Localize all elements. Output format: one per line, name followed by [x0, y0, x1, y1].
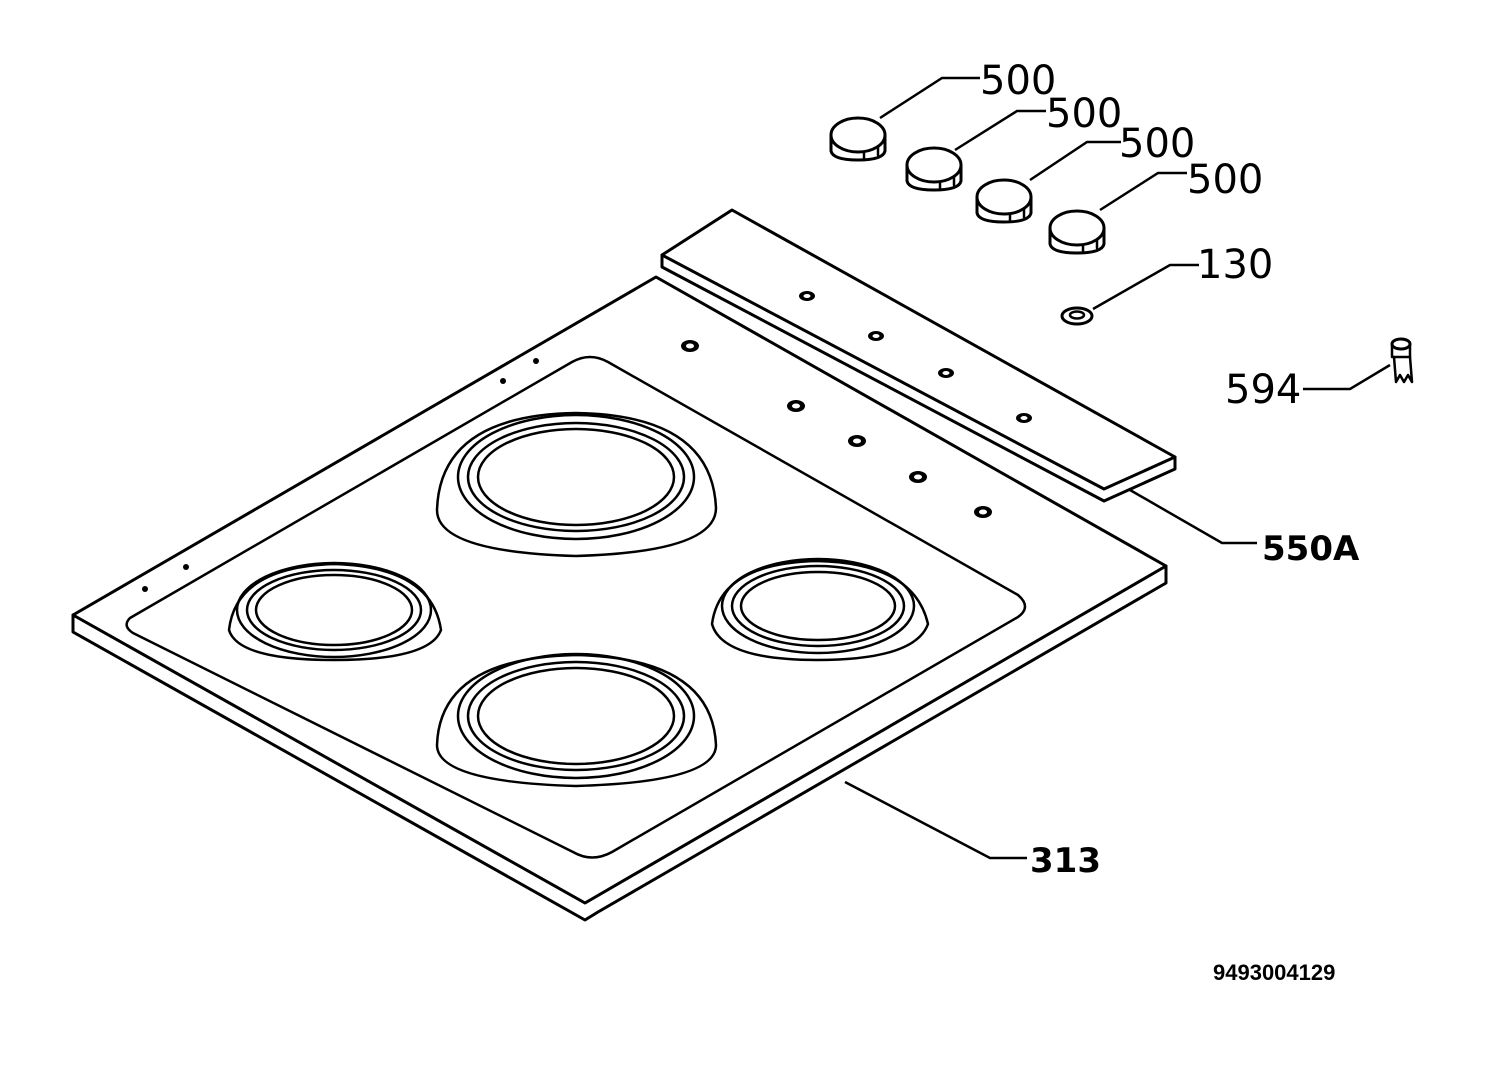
callout-knob-1: 500 [980, 58, 1056, 104]
hotplate-front-left [227, 561, 443, 662]
washer [1060, 306, 1094, 326]
hotplate-front-center [435, 652, 718, 788]
hotplate-rear-right [710, 557, 930, 662]
callout-clip: 594 [1225, 367, 1301, 413]
spindle-holes [681, 340, 992, 518]
knob-1 [829, 116, 887, 162]
callout-control-panel: 550A [1262, 529, 1360, 569]
leader-lines [844, 76, 1391, 860]
hob-top-plate [71, 275, 1168, 922]
knob-4 [1048, 209, 1106, 255]
callout-knob-3: 500 [1119, 121, 1195, 167]
document-number: 9493004129 [1213, 960, 1335, 985]
callout-knob-4: 500 [1187, 157, 1263, 203]
callout-knob-2: 500 [1046, 91, 1122, 137]
hotplate-rear-left [435, 411, 718, 558]
knob-2 [905, 146, 963, 192]
callout-washer: 130 [1197, 242, 1273, 288]
callout-hob-top: 313 [1030, 841, 1101, 881]
knob-3 [975, 178, 1033, 224]
clip [1390, 337, 1414, 384]
control-panel-strip [660, 208, 1177, 503]
